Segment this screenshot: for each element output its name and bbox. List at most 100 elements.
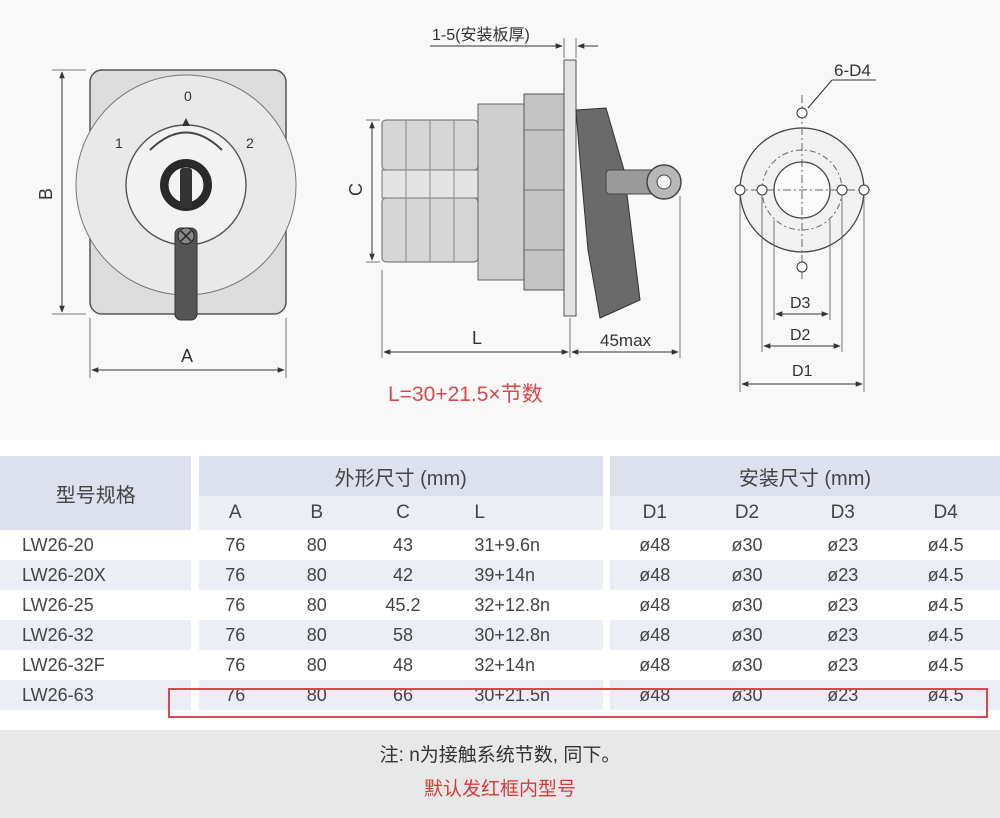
cell-d4: ø4.5 [891,560,1000,590]
table-row: LW26-32 76 80 58 30+12.8n ø48 ø30 ø23 ø4… [0,620,1000,650]
dim-d2-label: D2 [790,327,811,344]
cell-d1: ø48 [609,530,700,560]
cell-b: 80 [271,530,362,560]
dim-d3-label: D3 [790,295,811,312]
cell-d2: ø30 [699,650,795,680]
cell-model: LW26-20X [0,560,192,590]
cell-l: 30+12.8n [444,620,603,650]
default-model-note: 默认发红框内型号 [423,779,576,800]
cell-d2: ø30 [699,680,795,710]
spec-table: 型号规格 外形尺寸 (mm) 安装尺寸 (mm) A B C L D1 D2 D… [0,456,1000,710]
panel-plate [563,59,577,317]
cell-b: 80 [271,590,362,620]
cell-a: 76 [198,680,272,710]
cell-c: 66 [361,680,445,710]
dim-l-label: L [472,328,482,348]
spec-table-area: 型号规格 外形尺寸 (mm) 安装尺寸 (mm) A B C L D1 D2 D… [0,440,1000,730]
dim-holes-leader [807,79,833,109]
outline-header: 外形尺寸 (mm) [198,456,603,496]
cell-d3: ø23 [794,680,892,710]
dim-d1-label: D1 [792,363,813,380]
col-header-d2: D2 [699,496,795,530]
cell-c: 42 [361,560,445,590]
cell-d1: ø48 [609,590,700,620]
dim-a-label: A [181,346,193,366]
cell-d2: ø30 [699,530,795,560]
cell-d4: ø4.5 [891,530,1000,560]
cell-d2: ø30 [699,560,795,590]
front-dial-arc [149,131,223,151]
mount-hole [796,261,808,273]
cell-d1: ø48 [609,560,700,590]
dim-handle-label: 45max [600,331,652,350]
length-formula: L=30+21.5×节数 [388,383,543,406]
table-row: LW26-25 76 80 45.2 32+12.8n ø48 ø30 ø23 … [0,590,1000,620]
table-row-highlighted: LW26-63 76 80 66 30+21.5n ø48 ø30 ø23 ø4… [0,680,1000,710]
dim-b-label: B [36,188,56,200]
position-label-2: 2 [246,135,254,151]
cell-c: 48 [361,650,445,680]
cell-l: 32+12.8n [444,590,603,620]
cell-model: LW26-63 [0,680,192,710]
col-header-c: C [361,496,445,530]
cell-d3: ø23 [794,620,892,650]
cell-d3: ø23 [794,530,892,560]
cell-b: 80 [271,680,362,710]
cell-l: 30+21.5n [444,680,603,710]
cell-d1: ø48 [609,650,700,680]
cell-a: 76 [198,620,272,650]
drawing-svg: 0 1 2 A B C [36,26,876,392]
col-header-d4: D4 [891,496,1000,530]
cell-c: 43 [361,530,445,560]
cell-d2: ø30 [699,590,795,620]
cell-d1: ø48 [609,620,700,650]
cell-d3: ø23 [794,560,892,590]
cell-model: LW26-32 [0,620,192,650]
cell-b: 80 [271,650,362,680]
col-header-d3: D3 [794,496,892,530]
cell-c: 58 [361,620,445,650]
mount-hole [796,107,808,119]
col-header-b: B [271,496,362,530]
cell-model: LW26-25 [0,590,192,620]
cell-a: 76 [198,560,272,590]
screw-cross [180,230,192,242]
dim-c-label: C [346,183,366,196]
cell-d1: ø48 [609,680,700,710]
technical-drawing: 0 1 2 A B C [36,26,876,406]
cell-c: 45.2 [361,590,445,620]
mount-hole [756,184,768,196]
col-header-l: L [444,496,603,530]
cell-d3: ø23 [794,650,892,680]
side-handle [575,107,641,319]
switch-body [523,93,565,291]
cell-d4: ø4.5 [891,680,1000,710]
cell-b: 80 [271,620,362,650]
table-row: LW26-32F 76 80 48 32+14n ø48 ø30 ø23 ø4.… [0,650,1000,680]
model-header: 型号规格 [0,456,192,530]
cell-b: 80 [271,560,362,590]
mount-hole [836,184,848,196]
cell-l: 39+14n [444,560,603,590]
cell-a: 76 [198,590,272,620]
mount-header: 安装尺寸 (mm) [609,456,1000,496]
cell-d4: ø4.5 [891,650,1000,680]
cell-d2: ø30 [699,620,795,650]
note-text: 注: n为接触系统节数, 同下。 [379,745,621,766]
dim-panel-label: 1-5(安装板厚) [432,26,530,44]
col-header-d1: D1 [609,496,700,530]
cell-model: LW26-20 [0,530,192,560]
mount-view: 6-D4 D3 D2 D1 [734,61,876,392]
cell-model: LW26-32F [0,650,192,680]
front-view: 0 1 2 A B [36,69,297,378]
mount-hole [734,184,746,196]
cell-a: 76 [198,650,272,680]
position-label-0: 0 [184,88,192,104]
dim-holes-label: 6-D4 [834,61,871,80]
cell-d4: ø4.5 [891,620,1000,650]
table-row: LW26-20 76 80 43 31+9.6n ø48 ø30 ø23 ø4.… [0,530,1000,560]
cell-d3: ø23 [794,590,892,620]
cell-l: 32+14n [444,650,603,680]
pointer-mark [182,118,190,126]
cell-l: 31+9.6n [444,530,603,560]
